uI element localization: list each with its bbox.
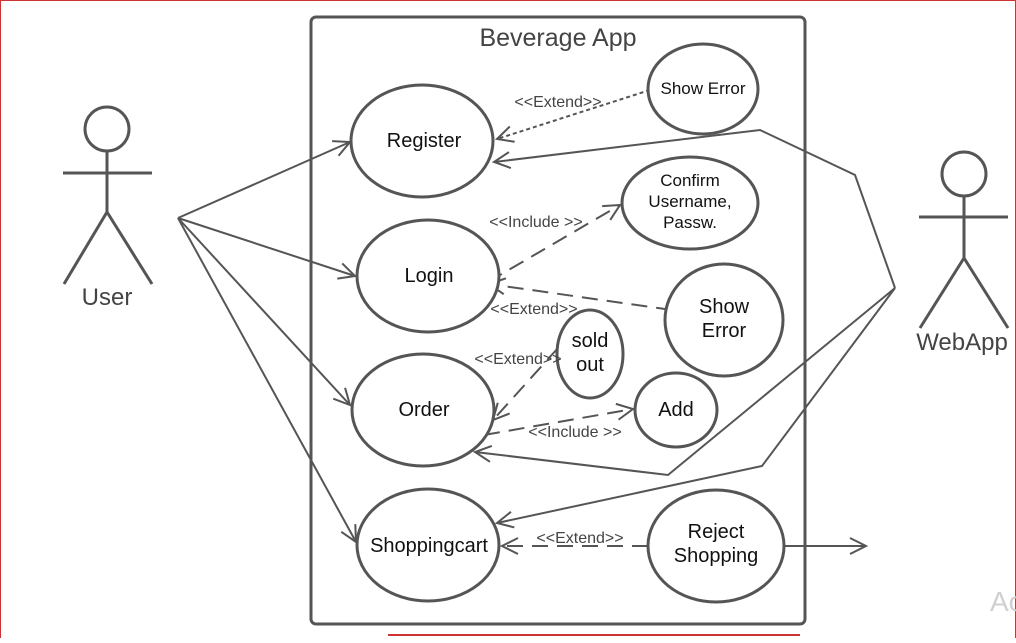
association-user-shoppingcart: [177, 217, 356, 542]
use-case-label-line-1: Show: [699, 296, 750, 318]
extend-show-error-register: [497, 89, 651, 139]
extend-label-order: <<Extend>>: [474, 351, 561, 368]
use-case-label-line-2: Username,: [648, 192, 731, 211]
system-title: Beverage App: [479, 24, 636, 52]
association-webapp-shoppingcart: [497, 287, 896, 523]
extend-sold-out-order: [493, 347, 559, 420]
actor-label: WebApp: [916, 329, 1008, 356]
use-case-oval: [355, 218, 501, 334]
use-case-oval: [646, 42, 760, 136]
use-case-oval: [555, 308, 625, 400]
association-webapp-register: [494, 128, 896, 289]
extend-label-register: <<Extend>>: [514, 94, 601, 111]
extend-label-login: <<Extend>>: [490, 301, 577, 318]
use-case-label-line-1: Confirm: [660, 171, 720, 190]
association-webapp-order: [475, 287, 896, 477]
use-case-order: Order: [350, 352, 496, 468]
actor-webapp: WebApp: [916, 150, 1010, 356]
actor-label: User: [82, 284, 133, 311]
extend-show-error-login: [489, 284, 673, 311]
association-user-order: [177, 217, 350, 405]
use-case-oval: [620, 155, 760, 251]
use-case-label: Show Error: [660, 79, 745, 98]
use-case-shoppingcart: Shoppingcart: [355, 487, 501, 603]
dependency-relationships: [483, 89, 673, 546]
use-case-oval: [646, 488, 786, 604]
include-login-confirm: [487, 205, 620, 283]
use-case-label-line-3: Passw.: [663, 213, 717, 232]
user-associations: [177, 142, 356, 542]
use-case-label: Login: [405, 265, 454, 287]
use-case-label-line-2: Error: [702, 320, 747, 342]
use-case-oval: [355, 487, 501, 603]
use-case-oval: [350, 352, 496, 468]
webapp-associations: [475, 128, 896, 523]
use-case-label-line-1: Reject: [688, 521, 745, 543]
use-case-show-error-middle: Show Error: [663, 262, 785, 378]
use-case-add: Add: [633, 371, 719, 449]
include-order-add: [483, 409, 633, 436]
association-user-login: [177, 217, 355, 276]
extend-label-shoppingcart: <<Extend>>: [536, 530, 623, 547]
use-case-oval: [633, 371, 719, 449]
use-case-oval: [663, 262, 785, 378]
use-case-label: Register: [387, 130, 462, 152]
use-case-confirm-credentials: Confirm Username, Passw.: [620, 155, 760, 251]
include-label-order: <<Include >>: [528, 424, 621, 441]
use-case-label-line-2: Shopping: [674, 545, 759, 567]
actor-user: User: [62, 105, 154, 311]
watermark-text: Ac: [990, 586, 1016, 617]
use-case-label: Shoppingcart: [370, 535, 488, 557]
association-user-register: [177, 142, 350, 219]
use-case-register: Register: [349, 83, 495, 199]
use-case-oval: [349, 83, 495, 199]
stick-figure-icon: [918, 150, 1010, 329]
use-case-label-line-1: sold: [572, 330, 609, 352]
use-case-label: Order: [398, 399, 449, 421]
use-case-label: Add: [658, 399, 694, 421]
include-label-login: <<Include >>: [489, 214, 582, 231]
relationship-labels: <<Extend>> <<Include >> <<Extend>> <<Ext…: [474, 94, 623, 547]
use-case-login: Login: [355, 218, 501, 334]
stick-figure-icon: [62, 105, 154, 285]
use-case-label-line-2: out: [576, 354, 604, 376]
use-case-show-error-top: Show Error: [646, 42, 760, 136]
use-case-sold-out: sold out: [555, 308, 625, 400]
use-case-reject-shopping: Reject Shopping: [646, 488, 786, 604]
